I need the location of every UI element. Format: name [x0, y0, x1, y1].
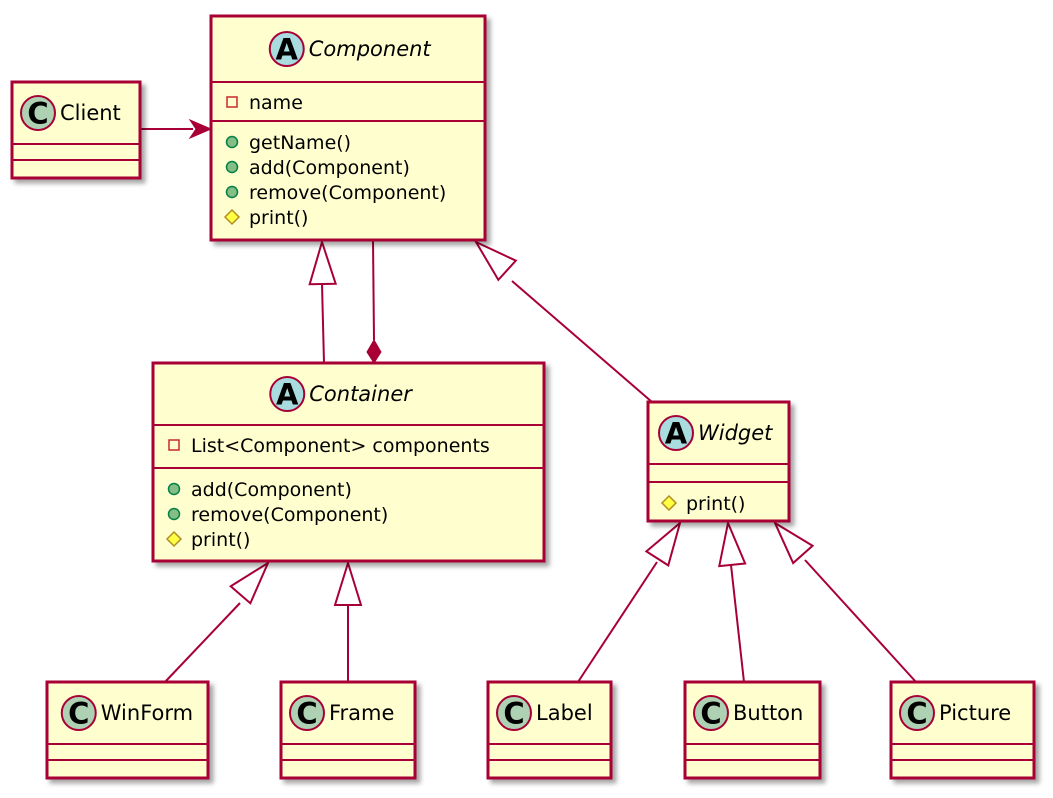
inheritance-arrowhead — [473, 239, 518, 282]
relations-layer — [140, 118, 917, 683]
class-badge-icon — [60, 695, 97, 731]
stereotype-letter: A — [276, 33, 299, 67]
class-badge-icon — [496, 695, 532, 731]
inheritance-line — [804, 559, 917, 683]
abstract-class-badge-icon — [269, 376, 306, 412]
class-name: Button — [733, 701, 803, 725]
private-visibility-icon — [226, 96, 238, 108]
class-frame[interactable]: C Frame — [279, 680, 417, 780]
composition-diamond — [366, 339, 382, 364]
class-winform[interactable]: C WinForm — [45, 680, 210, 780]
relation-association-client-component — [140, 118, 213, 140]
class-name: WinForm — [101, 701, 193, 725]
class-name: Client — [60, 101, 121, 125]
class-name: Picture — [939, 701, 1011, 725]
relation-composition-component-container — [366, 239, 382, 364]
class-name: Component — [309, 37, 432, 61]
inheritance-arrowhead — [772, 520, 815, 565]
class-badge-icon — [20, 95, 56, 131]
inheritance-line — [321, 283, 325, 364]
inheritance-line — [577, 561, 658, 683]
method: add(Component) — [191, 479, 352, 501]
method: print() — [249, 207, 308, 229]
protected-visibility-icon — [223, 208, 241, 226]
class-badge-icon — [899, 695, 935, 731]
classes-layer: A Component name getName() add(Component) rem… — [10, 14, 1036, 780]
stereotype-letter: C — [503, 697, 524, 731]
attribute: name — [249, 92, 303, 114]
private-visibility-icon — [168, 439, 180, 451]
attribute: List<Component> components — [191, 435, 490, 457]
protected-visibility-icon — [165, 530, 183, 548]
class-name: Frame — [329, 701, 394, 725]
relation-inheritance-widget-component — [473, 239, 653, 403]
method: remove(Component) — [249, 182, 446, 204]
stereotype-letter: C — [68, 697, 89, 731]
inheritance-line — [511, 280, 653, 403]
stereotype-letter: A — [665, 417, 688, 451]
inheritance-arrowhead — [308, 238, 338, 286]
class-component[interactable]: A Component name getName() add(Component) rem… — [209, 14, 487, 242]
class-box — [209, 14, 487, 242]
relation-inheritance-button-widget — [718, 519, 747, 683]
relation-inheritance-container-component — [308, 238, 338, 364]
public-visibility-icon — [225, 160, 239, 174]
inheritance-line — [730, 564, 745, 683]
stereotype-letter: A — [276, 378, 299, 412]
class-badge-icon — [693, 695, 729, 731]
abstract-class-badge-icon — [268, 31, 305, 67]
stereotype-letter: C — [700, 697, 721, 731]
class-label[interactable]: C Label — [486, 680, 613, 780]
inheritance-arrowhead — [229, 560, 271, 605]
method: getName() — [249, 132, 351, 154]
class-widget[interactable]: A Widget print() — [646, 400, 791, 523]
relation-inheritance-winform-container — [164, 560, 271, 683]
method: add(Component) — [249, 157, 410, 179]
inheritance-arrowhead — [333, 559, 363, 606]
composition-line — [372, 239, 375, 341]
association-arrowhead — [188, 118, 213, 140]
method: print() — [191, 529, 250, 551]
inheritance-arrowhead — [718, 519, 747, 568]
class-box — [151, 361, 546, 563]
inheritance-arrowhead — [644, 520, 682, 567]
class-name: Container — [309, 382, 413, 406]
protected-visibility-icon — [660, 494, 678, 512]
class-badge-icon — [289, 695, 325, 731]
stereotype-letter: C — [27, 97, 48, 131]
stereotype-letter: C — [906, 697, 927, 731]
method: print() — [686, 493, 745, 515]
public-visibility-icon — [225, 185, 239, 199]
class-button[interactable]: C Button — [683, 680, 822, 780]
relation-inheritance-label-widget — [577, 520, 682, 683]
relation-inheritance-picture-widget — [772, 520, 917, 683]
public-visibility-icon — [167, 507, 181, 521]
relation-inheritance-frame-container — [333, 559, 363, 682]
method: remove(Component) — [191, 504, 388, 526]
class-name: Widget — [698, 421, 773, 445]
class-client[interactable]: C Client — [10, 80, 142, 180]
public-visibility-icon — [167, 482, 181, 496]
class-picture[interactable]: C Picture — [889, 680, 1036, 780]
stereotype-letter: C — [296, 697, 317, 731]
public-visibility-icon — [225, 135, 239, 149]
inheritance-line — [164, 602, 241, 683]
abstract-class-badge-icon — [658, 415, 694, 451]
class-name: Label — [536, 701, 593, 725]
